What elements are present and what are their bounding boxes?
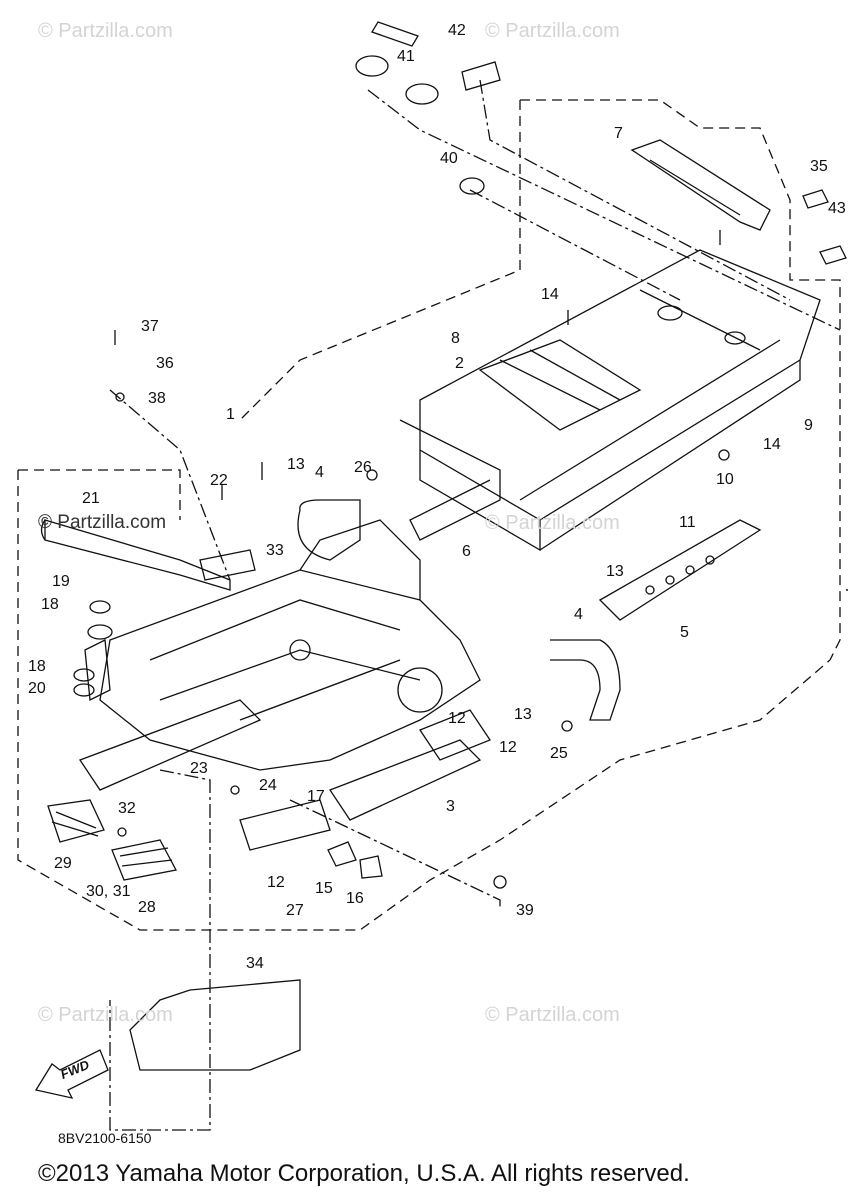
callout-3[interactable]: 3 <box>446 798 455 815</box>
callout-9[interactable]: 9 <box>804 417 813 434</box>
callout-28[interactable]: 28 <box>138 899 156 916</box>
callout-29[interactable]: 29 <box>54 855 72 872</box>
callout-20[interactable]: 20 <box>28 680 46 697</box>
copyright-notice: ©2013 Yamaha Motor Corporation, U.S.A. A… <box>38 1160 690 1187</box>
callout-12-upper[interactable]: 12 <box>448 710 466 727</box>
callout-38[interactable]: 38 <box>148 390 166 407</box>
callout-1[interactable]: 1 <box>226 406 235 423</box>
watermark-middle-left: © Partzilla.com <box>38 512 167 533</box>
callout-12-lower[interactable]: 12 <box>267 874 285 891</box>
callout-15[interactable]: 15 <box>315 880 333 897</box>
callout-37[interactable]: 37 <box>141 318 159 335</box>
callout-13-top[interactable]: 13 <box>287 456 305 473</box>
callout-25[interactable]: 25 <box>550 745 568 762</box>
callout-18-bottom[interactable]: 18 <box>28 658 46 675</box>
callout-11[interactable]: 11 <box>679 514 696 531</box>
watermark-top-right: © Partzilla.com <box>485 20 620 42</box>
callout-39[interactable]: 39 <box>516 902 534 919</box>
callout-36[interactable]: 36 <box>156 355 174 372</box>
callout-8[interactable]: 8 <box>451 330 460 347</box>
watermark-middle-right: © Partzilla.com <box>485 512 620 534</box>
callout-4-top[interactable]: 4 <box>315 464 324 481</box>
callout-13-mid[interactable]: 13 <box>606 563 624 580</box>
callout-35[interactable]: 35 <box>810 158 828 175</box>
callout-33[interactable]: 33 <box>266 542 284 559</box>
callout-16[interactable]: 16 <box>346 890 364 907</box>
callout-2[interactable]: 2 <box>455 355 464 372</box>
callout-26[interactable]: 26 <box>354 459 372 476</box>
callout-14-top[interactable]: 14 <box>541 286 559 303</box>
callout-42[interactable]: 42 <box>448 22 466 39</box>
callout-24[interactable]: 24 <box>259 777 277 794</box>
callout-43[interactable]: 43 <box>828 200 846 217</box>
callout-13-lower[interactable]: 13 <box>514 706 532 723</box>
callout-30-31[interactable]: 30, 31 <box>86 883 131 900</box>
callout-34[interactable]: 34 <box>246 955 264 972</box>
callout-12-mid[interactable]: 12 <box>499 739 517 756</box>
watermark-bottom-left: © Partzilla.com <box>38 1004 173 1026</box>
callout-5[interactable]: 5 <box>680 624 689 641</box>
callout-32[interactable]: 32 <box>118 800 136 817</box>
callout-14-right[interactable]: 14 <box>763 436 781 453</box>
callout-7[interactable]: 7 <box>614 125 623 142</box>
callout-23[interactable]: 23 <box>190 760 208 777</box>
callout-4-right[interactable]: 4 <box>574 606 583 623</box>
callout-21[interactable]: 21 <box>82 490 100 507</box>
callout-40[interactable]: 40 <box>440 150 458 167</box>
callout-10[interactable]: 10 <box>716 471 734 488</box>
watermark-top-left: © Partzilla.com <box>38 20 173 42</box>
callout-17[interactable]: 17 <box>307 788 325 805</box>
callout-18-top[interactable]: 18 <box>41 596 59 613</box>
callout-27[interactable]: 27 <box>286 902 304 919</box>
callout-41[interactable]: 41 <box>397 48 415 65</box>
callout-19[interactable]: 19 <box>52 573 70 590</box>
callout-6[interactable]: 6 <box>462 543 471 560</box>
callout-22[interactable]: 22 <box>210 472 228 489</box>
watermark-bottom-right: © Partzilla.com <box>485 1004 620 1026</box>
diagram-code: 8BV2100-6150 <box>58 1130 152 1146</box>
